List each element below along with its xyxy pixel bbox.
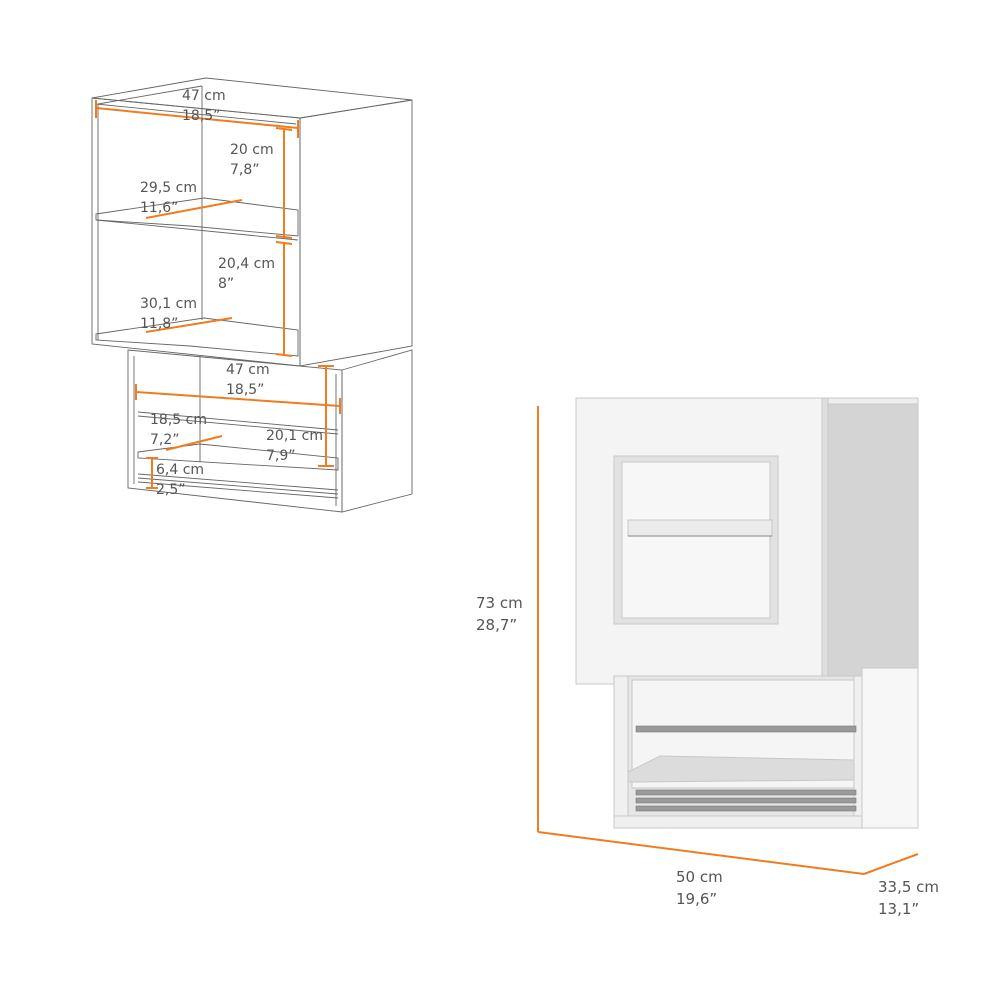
- rack-bottom-rod-render-3: [635, 805, 857, 812]
- cabinet-product-render: 73 cm 28,7” 50 cm 19,6” 33,5 cm 13,1”: [476, 397, 939, 918]
- shelf-gap-top-tick-top: [275, 127, 293, 131]
- upper-cabinet-back-top: [97, 85, 203, 105]
- dimension-arrows: [95, 100, 341, 489]
- shelf-gap-top-tick-bottom: [275, 235, 293, 239]
- rack-depth-cm-label: 18,5 cm: [150, 412, 207, 428]
- shelf-depth-bottom-arrow: [145, 317, 233, 333]
- shelf-gap-mid-tick-bottom: [275, 353, 293, 357]
- cabinet-door-edge: [821, 397, 829, 685]
- middle-shelf-front-edge: [95, 219, 299, 241]
- shelf-depth-top-cm-label: 29,5 cm: [140, 180, 197, 196]
- shelf-depth-top-arrow: [145, 199, 243, 219]
- rack-shelf-render: [627, 755, 855, 783]
- depth-cm-label: 33,5 cm: [878, 878, 939, 896]
- upper-cabinet-inner-back-edge: [95, 103, 297, 125]
- shelf-depth-bottom-cm-label: 30,1 cm: [140, 296, 197, 312]
- shelf-gap-mid-tick-top: [275, 241, 293, 245]
- rack-upper-rod: [137, 411, 339, 431]
- rack-bottom-rod-render-1: [635, 789, 857, 796]
- rack-depth-inch-label: 7,2”: [150, 432, 180, 448]
- rack-upper-rod-render: [635, 725, 857, 733]
- rack-height-inch-label: 7,9”: [266, 448, 296, 464]
- width-cm-label: 50 cm: [676, 868, 723, 886]
- shelf-depth-bottom-inch-label: 11,8”: [140, 316, 178, 332]
- rack-height-cm-label: 20,1 cm: [266, 428, 323, 444]
- top-width-inch-label: 18,5”: [182, 108, 220, 124]
- visible-inner-shelf: [627, 519, 773, 537]
- rack-bottom-rod-2: [137, 477, 339, 495]
- rod-gap-cm-label: 6,4 cm: [156, 462, 204, 478]
- rack-bottom-panel: [613, 815, 863, 829]
- rod-gap-inch-label: 2,5”: [156, 482, 186, 498]
- upper-cabinet-side-panel: [825, 397, 919, 685]
- rack-bottom-rod-render-2: [635, 797, 857, 804]
- rack-right-side: [341, 349, 413, 513]
- shelf-gap-mid-cm-label: 20,4 cm: [218, 256, 275, 272]
- shelf-gap-mid-inch-label: 8”: [218, 276, 234, 292]
- rack-left-side: [613, 675, 629, 829]
- shelf-gap-top-inch-label: 7,8”: [230, 162, 260, 178]
- rack-bottom-rod-3: [137, 481, 339, 499]
- rack-width-cm-label: 47 cm: [226, 362, 270, 378]
- door-glass-inner: [621, 461, 771, 619]
- top-width-cm-label: 47 cm: [182, 88, 226, 104]
- width-inch-label: 19,6”: [676, 890, 717, 908]
- rack-right-face: [861, 667, 919, 829]
- upper-cabinet-right-side: [299, 99, 413, 367]
- depth-dimension-line: [863, 853, 919, 875]
- upper-cabinet-front-frame: [91, 97, 301, 367]
- rack-right-side-panel: [853, 675, 863, 829]
- width-dimension-line: [537, 831, 865, 875]
- cabinet-line-drawing: 47 cm 18,5” 20 cm 7,8” 29,5 cm 11,6” 20,…: [91, 77, 413, 513]
- depth-inch-label: 13,1”: [878, 900, 919, 918]
- rack-bottom-rod: [137, 473, 339, 491]
- shelf-gap-top-cm-label: 20 cm: [230, 142, 274, 158]
- bottom-shelf: [95, 317, 299, 357]
- shelf-depth-top-inch-label: 11,6”: [140, 200, 178, 216]
- height-cm-label: 73 cm: [476, 594, 523, 612]
- top-width-arrow: [95, 107, 299, 129]
- rack-width-arrow: [135, 391, 341, 407]
- height-inch-label: 28,7”: [476, 616, 517, 634]
- rack-depth-arrow: [165, 435, 223, 451]
- rack-upper-rod-2: [137, 415, 339, 435]
- rack-width-inch-label: 18,5”: [226, 382, 264, 398]
- rack-shelf: [137, 443, 339, 471]
